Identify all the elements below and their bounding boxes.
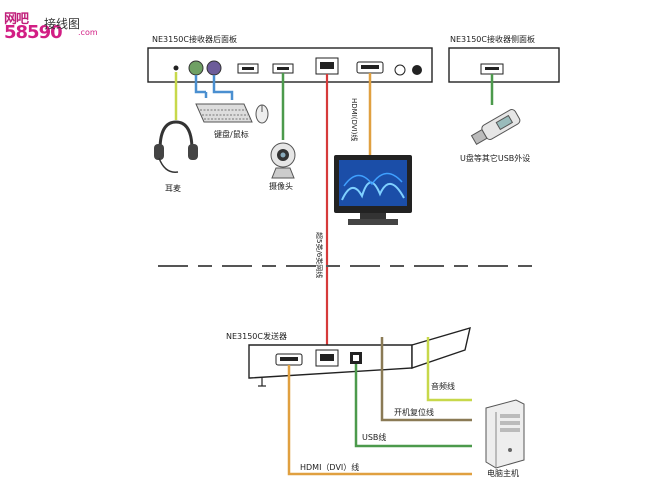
ps2-port-purple xyxy=(206,60,222,76)
usb-cable-label: USB线 xyxy=(362,433,387,442)
usb-stick-icon xyxy=(470,109,521,146)
audio-cable-label: 音频线 xyxy=(431,382,455,391)
headset-port xyxy=(173,65,179,71)
watermark-domain: .com xyxy=(78,28,98,37)
pc-host-icon xyxy=(485,399,525,469)
keyboard-mouse-label: 键盘/鼠标 xyxy=(214,130,249,139)
pc-host-label: 电脑主机 xyxy=(487,469,519,478)
watermark-number: 58590 xyxy=(4,22,63,43)
receiver-side-label: NE3150C接收器侧面板 xyxy=(450,35,535,44)
camera-icon xyxy=(270,142,296,179)
reset-cable-sender xyxy=(380,337,472,422)
hdmi-cable-bottom-label: HDMI（DVI）线 xyxy=(300,463,360,472)
headset-label: 耳麦 xyxy=(165,184,181,193)
camera-label: 摄像头 xyxy=(269,182,293,191)
usb-cable-sender xyxy=(354,364,472,448)
sender-label: NE3150C发送器 xyxy=(226,332,287,341)
hdmi-cable-sender xyxy=(287,365,472,476)
kvm-cable xyxy=(194,75,206,94)
usb-devices-label: U盘等其它USB外设 xyxy=(460,154,531,163)
keyboard-mouse-icon xyxy=(195,103,269,124)
receiver-side-panel xyxy=(448,47,560,83)
reset-cable-label: 开机复位线 xyxy=(394,408,434,417)
headset-icon xyxy=(154,120,198,173)
receiver-rear-label: NE3150C接收器后面板 xyxy=(152,35,237,44)
audio-cable-sender xyxy=(426,337,472,402)
hdmi-cable-top-label: HDMI(DVI)线 xyxy=(350,98,358,142)
network-cable-label: 超5类/6类网线 xyxy=(315,232,323,279)
watermark-logo: 网吧 xyxy=(4,12,29,27)
diagram-title: 接线图 xyxy=(44,17,81,31)
power-port xyxy=(394,64,406,76)
monitor-icon xyxy=(334,155,412,225)
ps2-port-green xyxy=(188,60,204,76)
